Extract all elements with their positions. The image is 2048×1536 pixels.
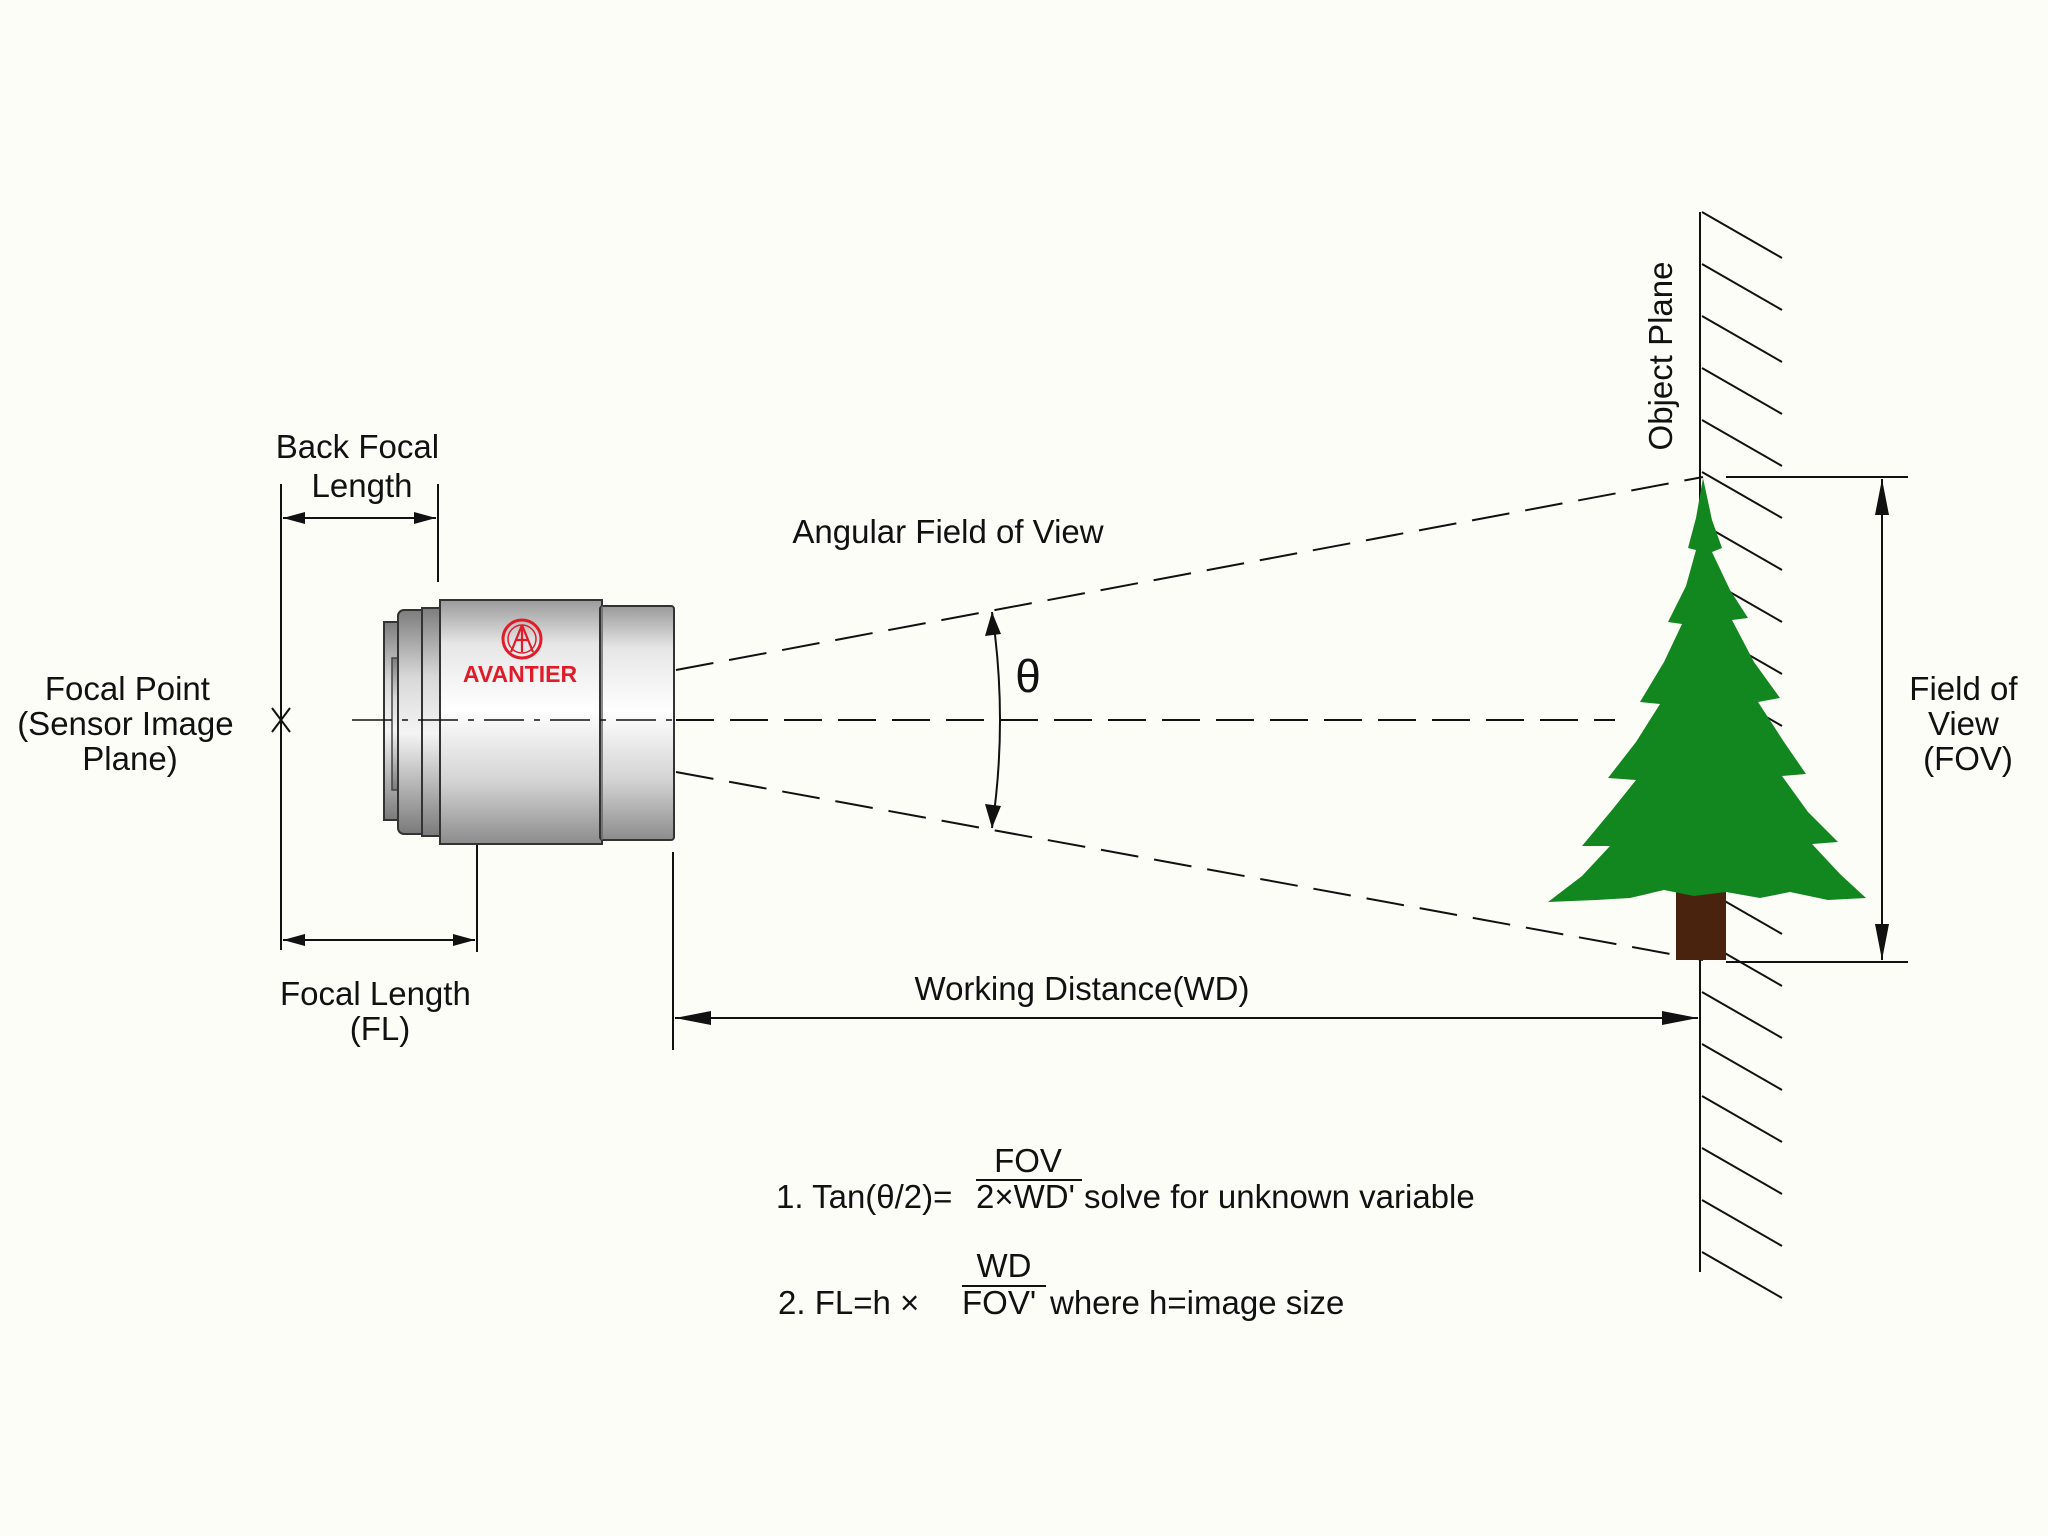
field-of-view-label-line3: (FOV) — [1923, 740, 2013, 777]
upper-field-ray — [675, 476, 1704, 671]
focal-point-label: Focal Point (Sensor Image Plane) — [17, 670, 243, 777]
hatch-line — [1701, 1043, 1783, 1091]
formula-2-denominator: FOV' — [962, 1284, 1036, 1321]
back-focal-length-dimension — [280, 484, 439, 950]
hatch-line — [1701, 471, 1783, 519]
formula-1-suffix: solve for unknown variable — [1084, 1178, 1475, 1215]
tree-illustration — [1548, 478, 1866, 960]
focal-length-label: Focal Length (FL) — [280, 975, 480, 1047]
fov-dimension — [1726, 476, 1908, 963]
focal-point-label-line3: Plane) — [82, 740, 177, 777]
theta-symbol: θ — [1015, 650, 1041, 702]
back-focal-length-label: Back Focal Length — [276, 428, 448, 504]
hatch-line — [1701, 315, 1783, 363]
field-of-view-label-line1: Field of — [1909, 670, 2018, 707]
field-of-view-label: Field of View (FOV) — [1909, 670, 2026, 777]
focal-point-label-line1: Focal Point — [45, 670, 210, 707]
hatch-line — [1701, 419, 1783, 467]
focal-point-label-line2: (Sensor Image — [17, 705, 233, 742]
formula-2-numerator: WD — [977, 1247, 1032, 1284]
hatch-line — [1701, 1199, 1783, 1247]
angle-arc — [985, 611, 1001, 829]
object-plane-label: Object Plane — [1642, 262, 1679, 451]
lens-illustration: AVANTIER — [383, 599, 675, 845]
formula-1-denominator: 2×WD' — [976, 1178, 1075, 1215]
focal-length-label-line2: (FL) — [350, 1010, 411, 1047]
formula-1: 1. Tan(θ/2)= FOV 2×WD' solve for unknown… — [776, 1142, 1475, 1215]
formula-2-suffix: where h=image size — [1049, 1284, 1344, 1321]
hatch-line — [1701, 1095, 1783, 1143]
hatch-line — [1701, 1147, 1783, 1195]
hatch-line — [1701, 1251, 1783, 1299]
back-focal-length-label-line2: Length — [312, 467, 413, 504]
formula-1-prefix: 1. Tan(θ/2)= — [776, 1178, 952, 1215]
lens-brand-text: AVANTIER — [463, 661, 578, 687]
hatch-line — [1701, 367, 1783, 415]
focal-length-label-line1: Focal Length — [280, 975, 471, 1012]
working-distance-label: Working Distance(WD) — [915, 970, 1250, 1007]
formula-2: 2. FL=h × WD FOV' where h=image size — [778, 1247, 1344, 1321]
field-of-view-label-line2: View — [1928, 705, 1999, 742]
avantier-logo-icon — [501, 618, 543, 660]
hatch-line — [1701, 211, 1783, 259]
lower-field-ray — [675, 771, 1704, 961]
formula-2-prefix: 2. FL=h × — [778, 1284, 919, 1321]
working-distance-dimension — [675, 1011, 1698, 1025]
angular-fov-label: Angular Field of View — [792, 513, 1103, 550]
back-focal-length-label-line1: Back Focal — [276, 428, 439, 465]
hatch-line — [1701, 263, 1783, 311]
hatch-line — [1701, 991, 1783, 1039]
formula-1-numerator: FOV — [994, 1142, 1062, 1179]
